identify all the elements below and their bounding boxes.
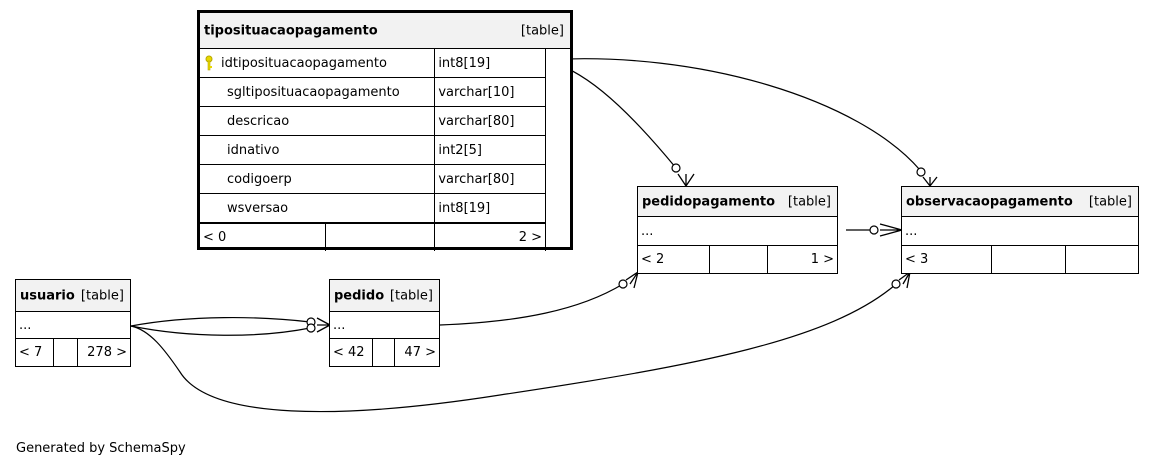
edge-marker-crowfoot [625,271,639,289]
table-header: pedido [table] [330,280,439,312]
column-name: idnativo [200,136,436,164]
edge-marker-crowfoot [879,223,903,237]
table-pedidopagamento[interactable]: pedidopagamento [table] ... < 2 1 > [637,186,838,274]
column-row[interactable]: idtiposituacaopagamento int8[19] [200,49,545,78]
table-body-ellipsis: ... [641,223,654,239]
table-tiposituacaopagamento[interactable]: tiposituacaopagamento [table] idtipositu… [197,10,573,251]
edge-marker-crowfoot [898,271,911,289]
edge-pedido-pedidopagamento [439,283,624,326]
children-count[interactable]: 47 > [404,345,436,360]
column-row[interactable]: codigoerp varchar[80] [200,165,545,194]
edge-marker-circle [306,323,316,333]
column-type: int2[5] [438,142,482,158]
table-footer: < 0 2 > [200,223,545,251]
edge-marker-crowfoot [316,317,331,333]
column-type: varchar[80] [438,171,515,187]
table-kind: [table] [787,194,831,209]
table-kind: [table] [1088,194,1132,209]
table-body-ellipsis: ... [333,317,346,333]
table-kind: [table] [520,23,564,38]
table-body-ellipsis: ... [19,317,32,333]
table-footer: < 42 47 > [330,339,439,366]
column-row[interactable]: idnativo int2[5] [200,136,545,165]
edge-usuario-pedido-2 [130,325,311,336]
table-name: pedidopagamento [642,194,776,209]
table-kind: [table] [389,288,433,303]
parents-count[interactable]: < 2 [638,246,710,273]
table-footer: < 3 [902,246,1138,273]
column-name: wsversao [200,194,436,222]
table-name: tiposituacaopagamento [204,23,378,38]
table-header: usuario [table] [16,280,130,312]
column-row[interactable]: sgltiposituacaopagamento varchar[10] [200,78,545,107]
table-footer: < 2 1 > [638,246,837,273]
table-name: usuario [20,288,75,303]
table-usuario[interactable]: usuario [table] ... < 7 278 > [15,279,131,367]
column-name: idtiposituacaopagamento [221,55,387,71]
table-name: pedido [334,288,385,303]
parents-count[interactable]: < 42 [330,339,373,366]
parents-count[interactable]: < 0 [200,224,326,251]
column-list: idtiposituacaopagamento int8[19] sgltipo… [200,49,546,251]
edge-marker-crowfoot [922,176,938,187]
edge-marker-circle [671,163,681,173]
column-row[interactable]: descricao varchar[80] [200,107,545,136]
edge-tiposituacao-observacaopagamento [543,58,921,171]
parents-count[interactable]: < 3 [902,246,992,273]
table-pedido[interactable]: pedido [table] ... < 42 47 > [329,279,440,367]
generated-by-text: Generated by SchemaSpy [16,441,186,456]
table-name: observacaopagamento [906,194,1073,209]
table-footer: < 7 278 > [16,339,130,366]
children-count[interactable]: 278 > [87,345,127,360]
table-header: observacaopagamento [table] [902,187,1138,217]
column-name: descricao [200,107,436,135]
edge-marker-crowfoot [677,173,695,187]
column-name: codigoerp [200,165,436,193]
children-count[interactable]: 2 > [518,230,543,245]
key-icon [203,55,215,71]
edge-marker-circle [916,167,926,177]
edge-usuario-observacaopagamento [130,284,896,413]
table-observacaopagamento[interactable]: observacaopagamento [table] ... < 3 [901,186,1139,274]
column-type: varchar[80] [438,113,515,129]
children-count[interactable]: 1 > [810,252,834,267]
parents-count[interactable]: < 7 [16,339,54,366]
children-count[interactable] [1066,246,1138,273]
column-name: sgltiposituacaopagamento [200,78,436,106]
column-type: varchar[10] [438,84,515,100]
column-type: int8[19] [438,200,491,216]
column-row[interactable]: wsversao int8[19] [200,194,545,223]
edge-usuario-pedido-1 [130,316,311,327]
edge-marker-circle [891,279,901,289]
table-body-ellipsis: ... [905,223,918,239]
table-kind: [table] [80,288,124,303]
edge-marker-circle [618,279,628,289]
table-header: tiposituacaopagamento [table] [200,13,570,49]
column-type: int8[19] [438,55,491,71]
table-header: pedidopagamento [table] [638,187,837,217]
edge-marker-circle [869,225,879,235]
